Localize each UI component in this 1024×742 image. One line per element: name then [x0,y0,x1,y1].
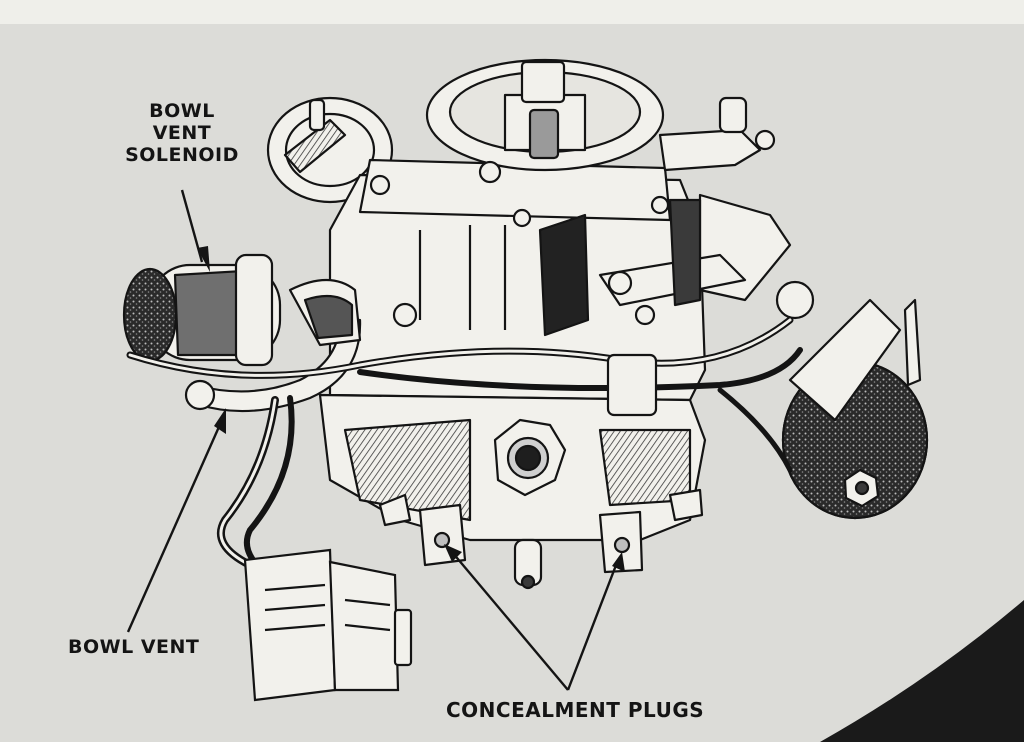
concealment-plug-left [433,531,451,549]
bowl-vent-label: BOWL VENT [68,636,200,658]
bowl-vent-solenoid-line-3: SOLENOID [125,144,239,166]
plug-arrowhead-right [612,552,625,572]
concealment-plug-right [613,536,631,554]
bowl-vent-leader [126,419,224,633]
bowl-vent-solenoid-line-1: BOWL [149,100,215,122]
plug-arrowhead-left [444,544,462,562]
harness-clip [606,353,658,417]
bowl-vent-tube [193,318,362,413]
bowl-vent-solenoid-label: BOWL VENT SOLENOID [118,100,246,166]
solenoid-arrowhead [197,246,210,272]
bowl-vent-solenoid-line-2: VENT [152,122,212,144]
page-top-edge [0,0,1024,24]
dark-corner [820,600,1024,742]
plug-leader-left [451,551,569,691]
bowl-vent-arrowhead [214,408,226,434]
shaded-channel [538,213,590,337]
solenoid-end-cap [122,267,178,363]
wiring-connector [243,548,413,702]
plug-leader-right [566,559,620,691]
leader-lines [126,189,625,691]
carburetor-body [122,58,929,590]
concealment-plugs-label: CONCEALMENT PLUGS [446,698,705,722]
